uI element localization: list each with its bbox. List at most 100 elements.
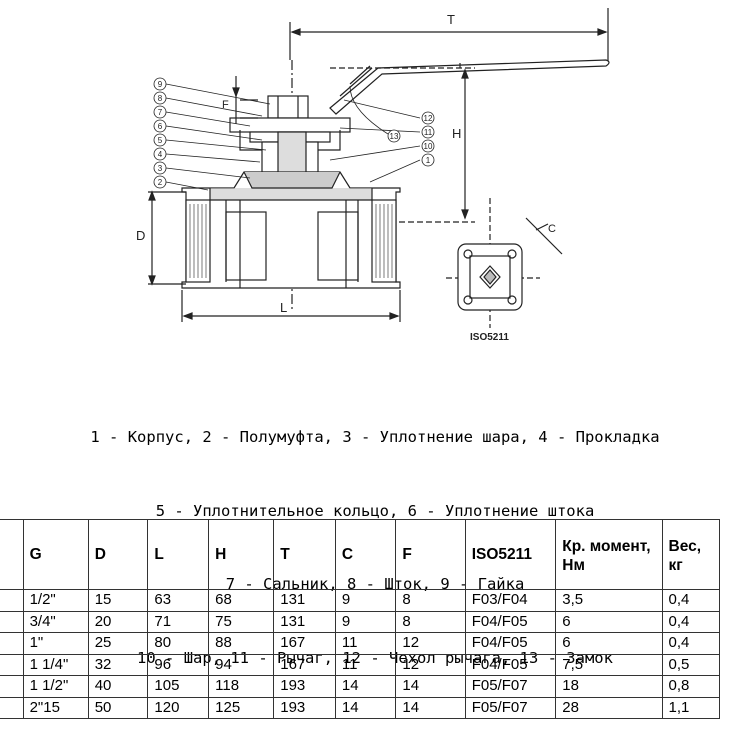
table-cell: 68 xyxy=(208,589,275,612)
dimension-T-label: T xyxy=(447,12,455,27)
valve-body xyxy=(181,171,401,289)
iso5211-label: ISO5211 xyxy=(470,332,509,343)
table-cell: 2"15 xyxy=(22,696,89,719)
legend-line: 1 - Корпус, 2 - Полумуфта, 3 - Уплотнени… xyxy=(90,428,660,446)
dimension-F xyxy=(232,76,258,124)
svg-text:5: 5 xyxy=(158,136,163,145)
table-cell: 1/2" xyxy=(22,589,89,612)
table-cell: 32 xyxy=(0,653,24,676)
table-cell: 167 xyxy=(273,653,336,676)
dimension-L xyxy=(181,290,401,322)
table-cell: 1 1/4" xyxy=(22,653,89,676)
table-cell: 0,5 xyxy=(661,653,721,676)
table-cell: 193 xyxy=(273,696,336,719)
table-cell: 0,4 xyxy=(661,610,721,633)
table-cell: 40 xyxy=(0,675,24,698)
dimension-H-label: H xyxy=(452,126,461,141)
callout-11: 11 xyxy=(421,125,435,139)
table-cell: 25 xyxy=(87,632,149,655)
table-cell: 1 1/2" xyxy=(22,675,89,698)
svg-text:9: 9 xyxy=(158,80,163,89)
callout-12: 12 xyxy=(421,111,435,125)
svg-text:11: 11 xyxy=(424,128,433,137)
callout-10: 10 xyxy=(421,139,435,153)
dimension-C-label: C xyxy=(548,223,556,235)
table-cell: 167 xyxy=(273,632,336,655)
table-cell: F05/F07 xyxy=(464,696,557,719)
svg-text:1: 1 xyxy=(426,156,431,165)
header-c: C xyxy=(334,519,397,590)
table-cell: 15 xyxy=(87,589,149,612)
table-cell: 193 xyxy=(273,675,336,698)
table-cell: 15 xyxy=(0,589,24,612)
table-cell: 88 xyxy=(208,632,275,655)
table-cell: 105 xyxy=(147,675,210,698)
table-cell: 94 xyxy=(208,653,275,676)
callout-4: 4 xyxy=(153,147,167,161)
header-dn: DN xyxy=(0,519,24,590)
table-cell: 1,1 xyxy=(661,696,721,719)
table-cell: 3/4" xyxy=(22,610,89,633)
table-cell: 131 xyxy=(273,589,336,612)
table-cell: 12 xyxy=(395,653,466,676)
table-cell: 131 xyxy=(273,610,336,633)
svg-text:7: 7 xyxy=(158,108,163,117)
table-cell: 50 xyxy=(87,696,149,719)
dimension-D xyxy=(148,190,186,286)
dimension-D-label: D xyxy=(136,228,145,243)
callout-6: 6 xyxy=(153,119,167,133)
table-cell: 0,4 xyxy=(661,589,721,612)
iso-flange-view xyxy=(446,198,563,328)
table-cell: 8 xyxy=(395,610,466,633)
svg-text:6: 6 xyxy=(158,122,163,131)
table-cell: 14 xyxy=(334,696,397,719)
svg-text:10: 10 xyxy=(424,142,433,151)
header-g: G xyxy=(22,519,89,590)
dimension-L-label: L xyxy=(280,300,287,315)
table-cell: F05/F07 xyxy=(464,675,557,698)
table-cell: 96 xyxy=(147,653,210,676)
table-cell: 0,4 xyxy=(661,632,721,655)
table-cell: 7,5 xyxy=(555,653,663,676)
header-f: F xyxy=(395,519,466,590)
table-cell: 6 xyxy=(555,610,663,633)
svg-text:4: 4 xyxy=(158,150,163,159)
table-cell: 80 xyxy=(147,632,210,655)
table-cell: 125 xyxy=(208,696,275,719)
header-weight: Вес, кг xyxy=(661,519,721,590)
table-cell: 8 xyxy=(395,589,466,612)
callout-leaders xyxy=(165,83,421,191)
header-l: L xyxy=(147,519,210,590)
callout-2: 2 xyxy=(153,175,167,189)
dimension-T xyxy=(289,8,609,62)
svg-text:2: 2 xyxy=(158,178,163,187)
header-iso5211: ISO5211 xyxy=(464,519,557,590)
table-cell: 20 xyxy=(87,610,149,633)
table-cell: F04/F05 xyxy=(464,610,557,633)
callout-9: 9 xyxy=(153,77,167,91)
table-cell: 28 xyxy=(555,696,663,719)
table-cell: 11 xyxy=(334,632,397,655)
valve-technical-drawing: T H F D L C ISO5211 9 8 7 6 5 4 3 2 12 1… xyxy=(136,8,610,343)
header-torque: Кр. момент, Нм xyxy=(555,519,663,590)
callout-5: 5 xyxy=(153,133,167,147)
table-cell: 14 xyxy=(395,675,466,698)
stem-assembly xyxy=(229,95,351,183)
table-cell: 63 xyxy=(147,589,210,612)
table-cell: 25 xyxy=(0,632,24,655)
callout-13: 13 xyxy=(387,129,401,143)
svg-text:8: 8 xyxy=(158,94,163,103)
dimension-F-label: F xyxy=(222,99,229,111)
table-cell: 3,5 xyxy=(555,589,663,612)
table-cell: 9 xyxy=(334,589,397,612)
table-cell: 14 xyxy=(395,696,466,719)
callout-7: 7 xyxy=(153,105,167,119)
table-cell: 18 xyxy=(555,675,663,698)
specifications-table: DN G D L H T C F ISO5211 Кр. момент, Нм … xyxy=(0,519,721,719)
table-cell: 6 xyxy=(555,632,663,655)
